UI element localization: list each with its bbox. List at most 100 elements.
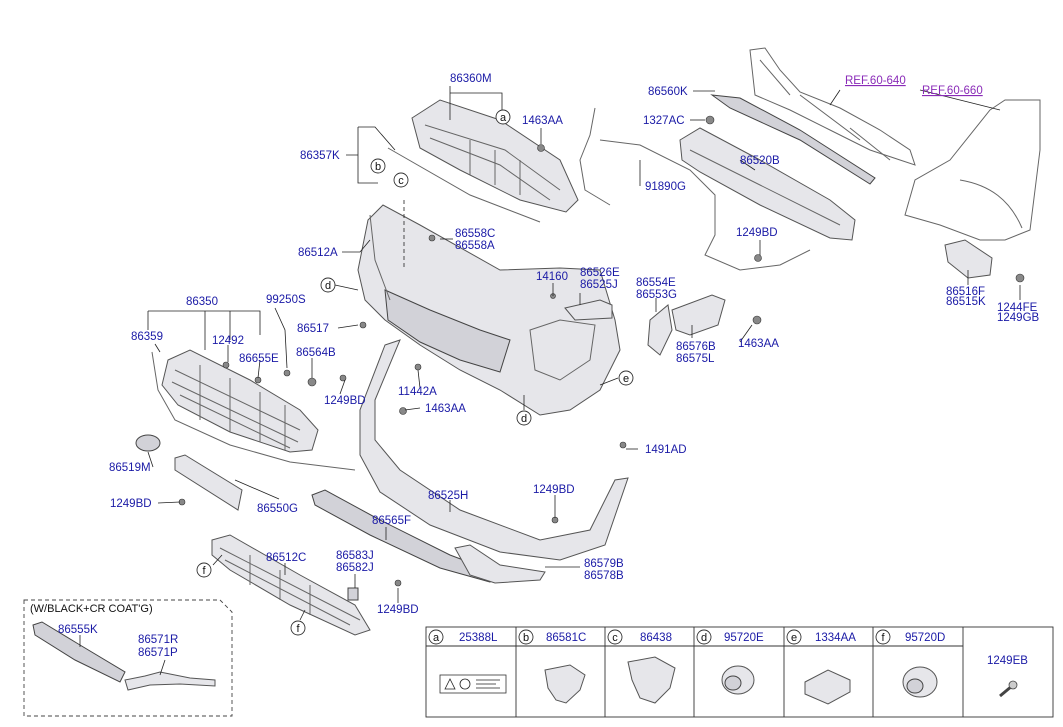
clip-c-icon — [627, 656, 676, 704]
part-91890G-wiring[interactable] — [579, 107, 811, 271]
clip-b-icon — [544, 664, 586, 704]
label-86558A: 86558A — [455, 240, 495, 252]
label-86655E: 86655E — [239, 353, 279, 365]
svg-text:c: c — [612, 632, 618, 644]
part-86512A-bumper-cover[interactable] — [357, 204, 621, 416]
legend-part-b: 86581C — [546, 632, 586, 644]
part-86550G-lower-molding[interactable] — [174, 454, 243, 511]
part-86579B-garnish[interactable] — [454, 544, 546, 584]
part-86520B-back-beam[interactable] — [679, 127, 856, 241]
part-86583J-bracket[interactable] — [347, 587, 359, 601]
svg-text:f: f — [881, 632, 885, 644]
label-86350: 86350 — [186, 296, 218, 308]
label-86526E: 86526E — [580, 267, 620, 279]
svg-text:d: d — [325, 280, 331, 292]
part-86519M-emblem[interactable] — [135, 434, 161, 452]
label-1249BD-mid: 1249BD — [324, 395, 366, 407]
part-86554E-side-bracket[interactable] — [647, 304, 673, 356]
label-86558C: 86558C — [455, 228, 495, 240]
part-86571R-garnish[interactable] — [124, 671, 216, 691]
label-1249BD-low: 1249BD — [533, 484, 575, 496]
label-86517: 86517 — [297, 323, 329, 335]
label-86579B: 86579B — [584, 558, 624, 570]
label-86359: 86359 — [131, 331, 163, 343]
part-86357K-molding[interactable] — [387, 147, 541, 223]
svg-text:b: b — [523, 632, 529, 644]
inset-box: (W/BLACK+CR COAT'G) — [23, 599, 233, 717]
sensor-f-icon — [902, 666, 938, 698]
svg-text:a: a — [500, 112, 507, 124]
label-12492: 12492 — [212, 335, 244, 347]
part-86360M-upper-cover[interactable] — [411, 99, 579, 213]
part-86576B-side-bracket[interactable] — [671, 294, 726, 336]
legend-part-c: 86438 — [640, 632, 672, 644]
label-86554E: 86554E — [636, 277, 676, 289]
label-1327AC: 1327AC — [643, 115, 685, 127]
label-1491AD: 1491AD — [645, 444, 687, 456]
label-86357K: 86357K — [300, 150, 340, 162]
label-1249BD-left: 1249BD — [110, 498, 152, 510]
callout-circles: a b c d d e f f — [196, 109, 634, 636]
label-86360M: 86360M — [450, 73, 492, 85]
ref-60-640-structure — [749, 47, 916, 166]
part-86526E-bracket[interactable] — [564, 299, 613, 321]
sensor-d-icon — [721, 665, 755, 695]
label-1244FE: 1244FE — [997, 302, 1038, 314]
svg-text:b: b — [375, 161, 381, 173]
svg-text:c: c — [398, 175, 404, 187]
svg-text:a: a — [433, 632, 440, 644]
svg-text:d: d — [521, 413, 527, 425]
label-ref-60-640: REF.60-640 — [845, 75, 906, 87]
label-86516F: 86516F — [946, 286, 985, 298]
label-1249BD-bottom: 1249BD — [377, 604, 419, 616]
part-86359-grille-molding[interactable] — [151, 351, 356, 471]
part-86350-radiator-grille[interactable] — [161, 349, 319, 453]
label-86512A: 86512A — [298, 247, 338, 259]
part-labels: 86360M 1463AA 86357K 86512A 86558C 86558… — [58, 73, 1040, 659]
svg-text:e: e — [623, 373, 629, 385]
screw-icon — [999, 680, 1018, 698]
label-11442A: 11442A — [398, 386, 437, 398]
part-86560K-strip[interactable] — [710, 94, 876, 185]
label-86578B: 86578B — [584, 570, 624, 582]
label-86575L: 86575L — [676, 353, 715, 365]
label-1463AA-top: 1463AA — [522, 115, 563, 127]
legend-part-d: 95720E — [724, 632, 764, 644]
label-86520B: 86520B — [740, 155, 780, 167]
label-86560K: 86560K — [648, 86, 688, 98]
label-86525H: 86525H — [428, 490, 468, 502]
label-86512C: 86512C — [266, 552, 306, 564]
label-1463AA-mid: 1463AA — [425, 403, 466, 415]
label-86553G: 86553G — [636, 289, 677, 301]
label-86564B: 86564B — [296, 347, 336, 359]
part-86525H-lower-lip[interactable] — [359, 339, 629, 561]
label-86583J: 86583J — [336, 550, 374, 562]
label-1249BD-right: 1249BD — [736, 227, 778, 239]
svg-text:d: d — [701, 632, 707, 644]
label-91890G: 91890G — [645, 181, 686, 193]
legend-table: a 25388L b 86581C c 86438 d 95720E e 133… — [425, 626, 1054, 718]
label-86519M: 86519M — [109, 462, 151, 474]
label-86582J: 86582J — [336, 562, 374, 574]
label-1249GB: 1249GB — [997, 312, 1040, 324]
label-1463AA-right: 1463AA — [738, 338, 779, 350]
part-86555K-garnish[interactable] — [32, 621, 126, 683]
label-86571P: 86571P — [138, 647, 178, 659]
ref-60-660-fender — [904, 99, 1041, 241]
label-86550G: 86550G — [257, 503, 298, 515]
label-14160: 14160 — [536, 271, 568, 283]
label-86515K: 86515K — [946, 296, 986, 308]
part-86516F-end-piece[interactable] — [944, 239, 993, 279]
label-99250S: 99250S — [266, 294, 306, 306]
legend-part-e: 1334AA — [815, 632, 856, 644]
legend-part-f: 95720D — [905, 632, 945, 644]
leader-lines — [79, 86, 1021, 676]
svg-text:f: f — [202, 565, 206, 577]
label-sticker-icon — [439, 674, 507, 694]
svg-text:e: e — [791, 632, 797, 644]
label-86565F: 86565F — [372, 515, 411, 527]
label-86571R: 86571R — [138, 634, 178, 646]
label-86576B: 86576B — [676, 341, 716, 353]
part-86512C-lower-grille[interactable] — [211, 534, 371, 636]
